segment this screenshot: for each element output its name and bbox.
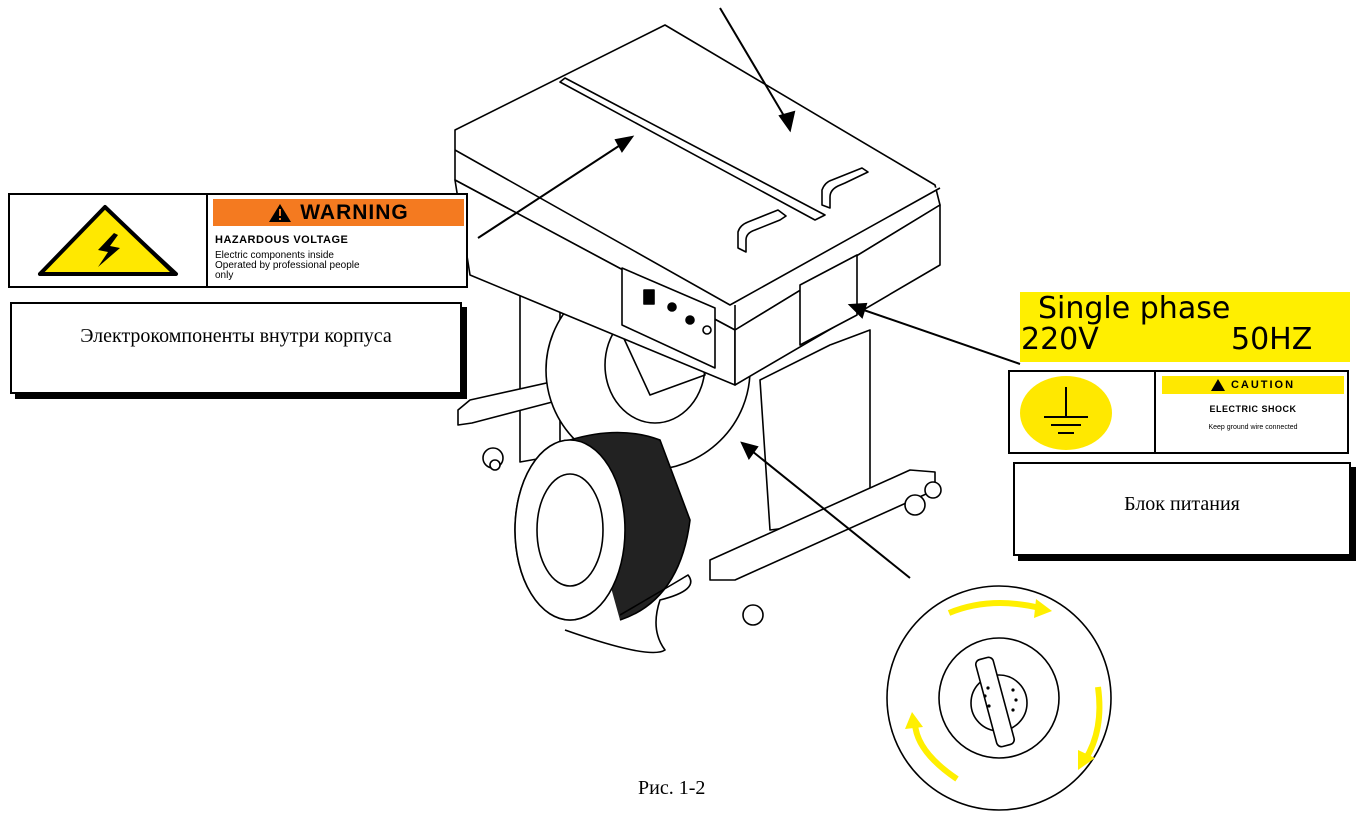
caution-header: CAUTION xyxy=(1162,376,1344,394)
arrow-to-power-panel xyxy=(854,306,1021,365)
arrow-to-reel xyxy=(746,446,911,579)
caution-label: CAUTION ELECTRIC SHOCK Keep ground wire … xyxy=(1008,370,1349,454)
reel-rotation-detail xyxy=(886,585,1112,811)
high-voltage-sign xyxy=(10,195,208,286)
rotation-arrows-icon xyxy=(905,599,1103,782)
ground-symbol-icon xyxy=(1020,376,1112,450)
caution-body: Keep ground wire connected xyxy=(1208,424,1298,431)
figure-caption: Рис. 1-2 xyxy=(638,777,706,799)
warning-body: Electric components inside Operated by p… xyxy=(215,250,360,281)
ground-sign xyxy=(1010,372,1156,452)
single-phase-plate: Single phase 220V 50HZ xyxy=(1020,292,1350,362)
high-voltage-icon xyxy=(38,205,178,276)
warning-label: WARNING HAZARDOUS VOLTAGE Electric compo… xyxy=(8,193,468,288)
caution-title: ELECTRIC SHOCK xyxy=(1209,404,1297,414)
caption-electrical-components: Электрокомпоненты внутри корпуса xyxy=(80,325,392,347)
caution-triangle-icon xyxy=(1210,379,1225,392)
arrow-to-top-cover xyxy=(719,7,791,127)
caption-box-electrical-components: Электрокомпоненты внутри корпуса xyxy=(10,302,462,394)
arrow-to-inner xyxy=(477,139,629,239)
caption-box-power-unit: Блок питания xyxy=(1013,462,1351,556)
power-box-panel xyxy=(799,254,858,346)
caption-power-unit: Блок питания xyxy=(1124,493,1240,515)
warning-triangle-icon xyxy=(269,204,292,223)
warning-header: WARNING xyxy=(213,199,464,226)
warning-title: HAZARDOUS VOLTAGE xyxy=(215,234,349,246)
